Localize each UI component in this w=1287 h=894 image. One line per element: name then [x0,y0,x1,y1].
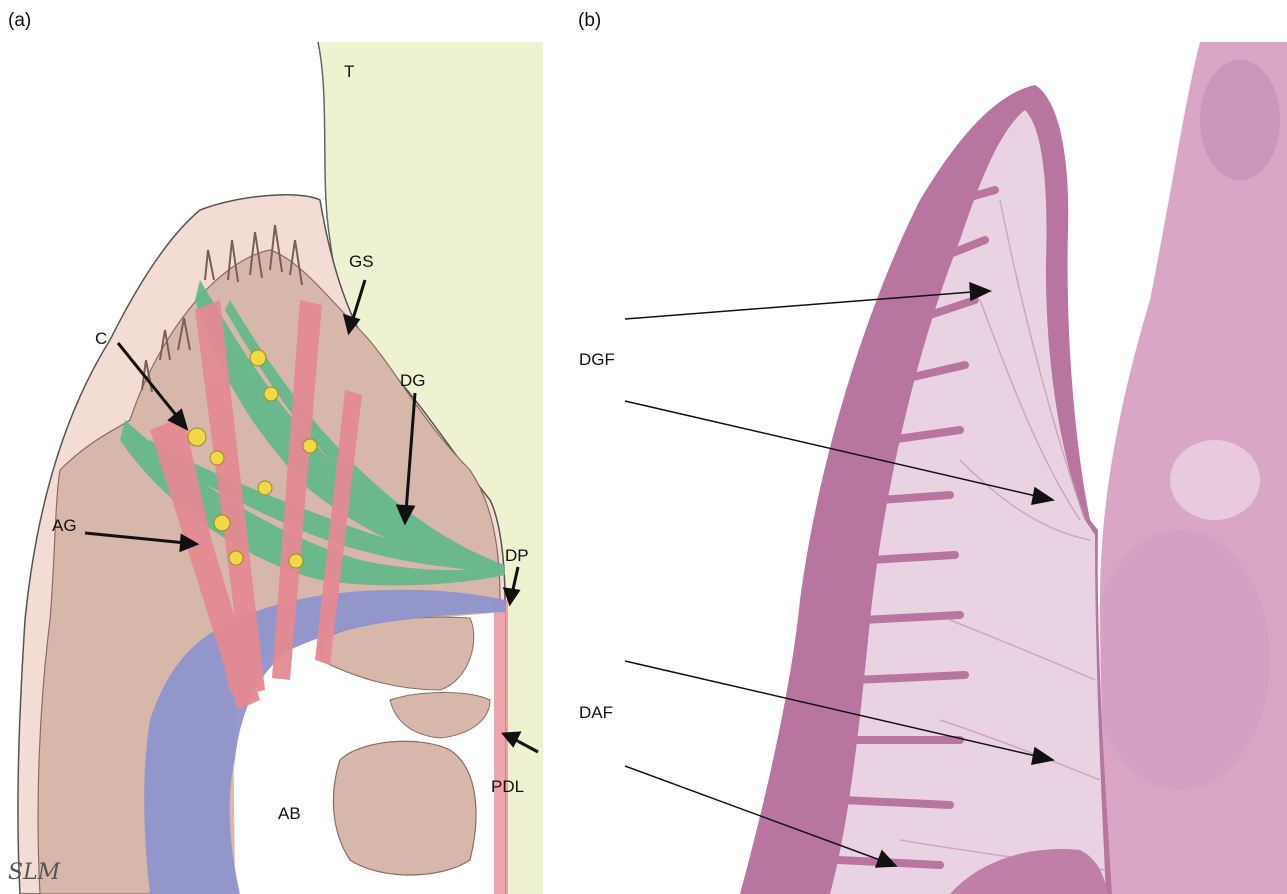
histology-fibers [900,200,1105,870]
histology-rete-ridges [838,190,995,865]
label-gs: GS [349,252,374,272]
gingiva-diagram [0,0,560,894]
label-ab: AB [278,804,301,824]
panel-b-letter: (b) [578,10,601,32]
label-t: T [344,62,354,82]
bone-trabecula-1 [333,741,476,875]
label-daf: DAF [579,703,613,723]
label-dgf: DGF [579,350,615,370]
label-c: C [95,329,107,349]
panel-b-arrows [625,283,1053,867]
histology-gingiva [740,85,1112,894]
label-ag: AG [52,516,77,536]
artist-signature: SLM [8,860,60,885]
histology-connective [830,110,1106,894]
label-pdl: PDL [491,777,524,797]
histology-tooth [1100,42,1287,894]
pdl-strip [494,600,508,894]
histology-bone [950,849,1108,894]
label-dg: DG [400,371,426,391]
label-dp: DP [505,546,529,566]
